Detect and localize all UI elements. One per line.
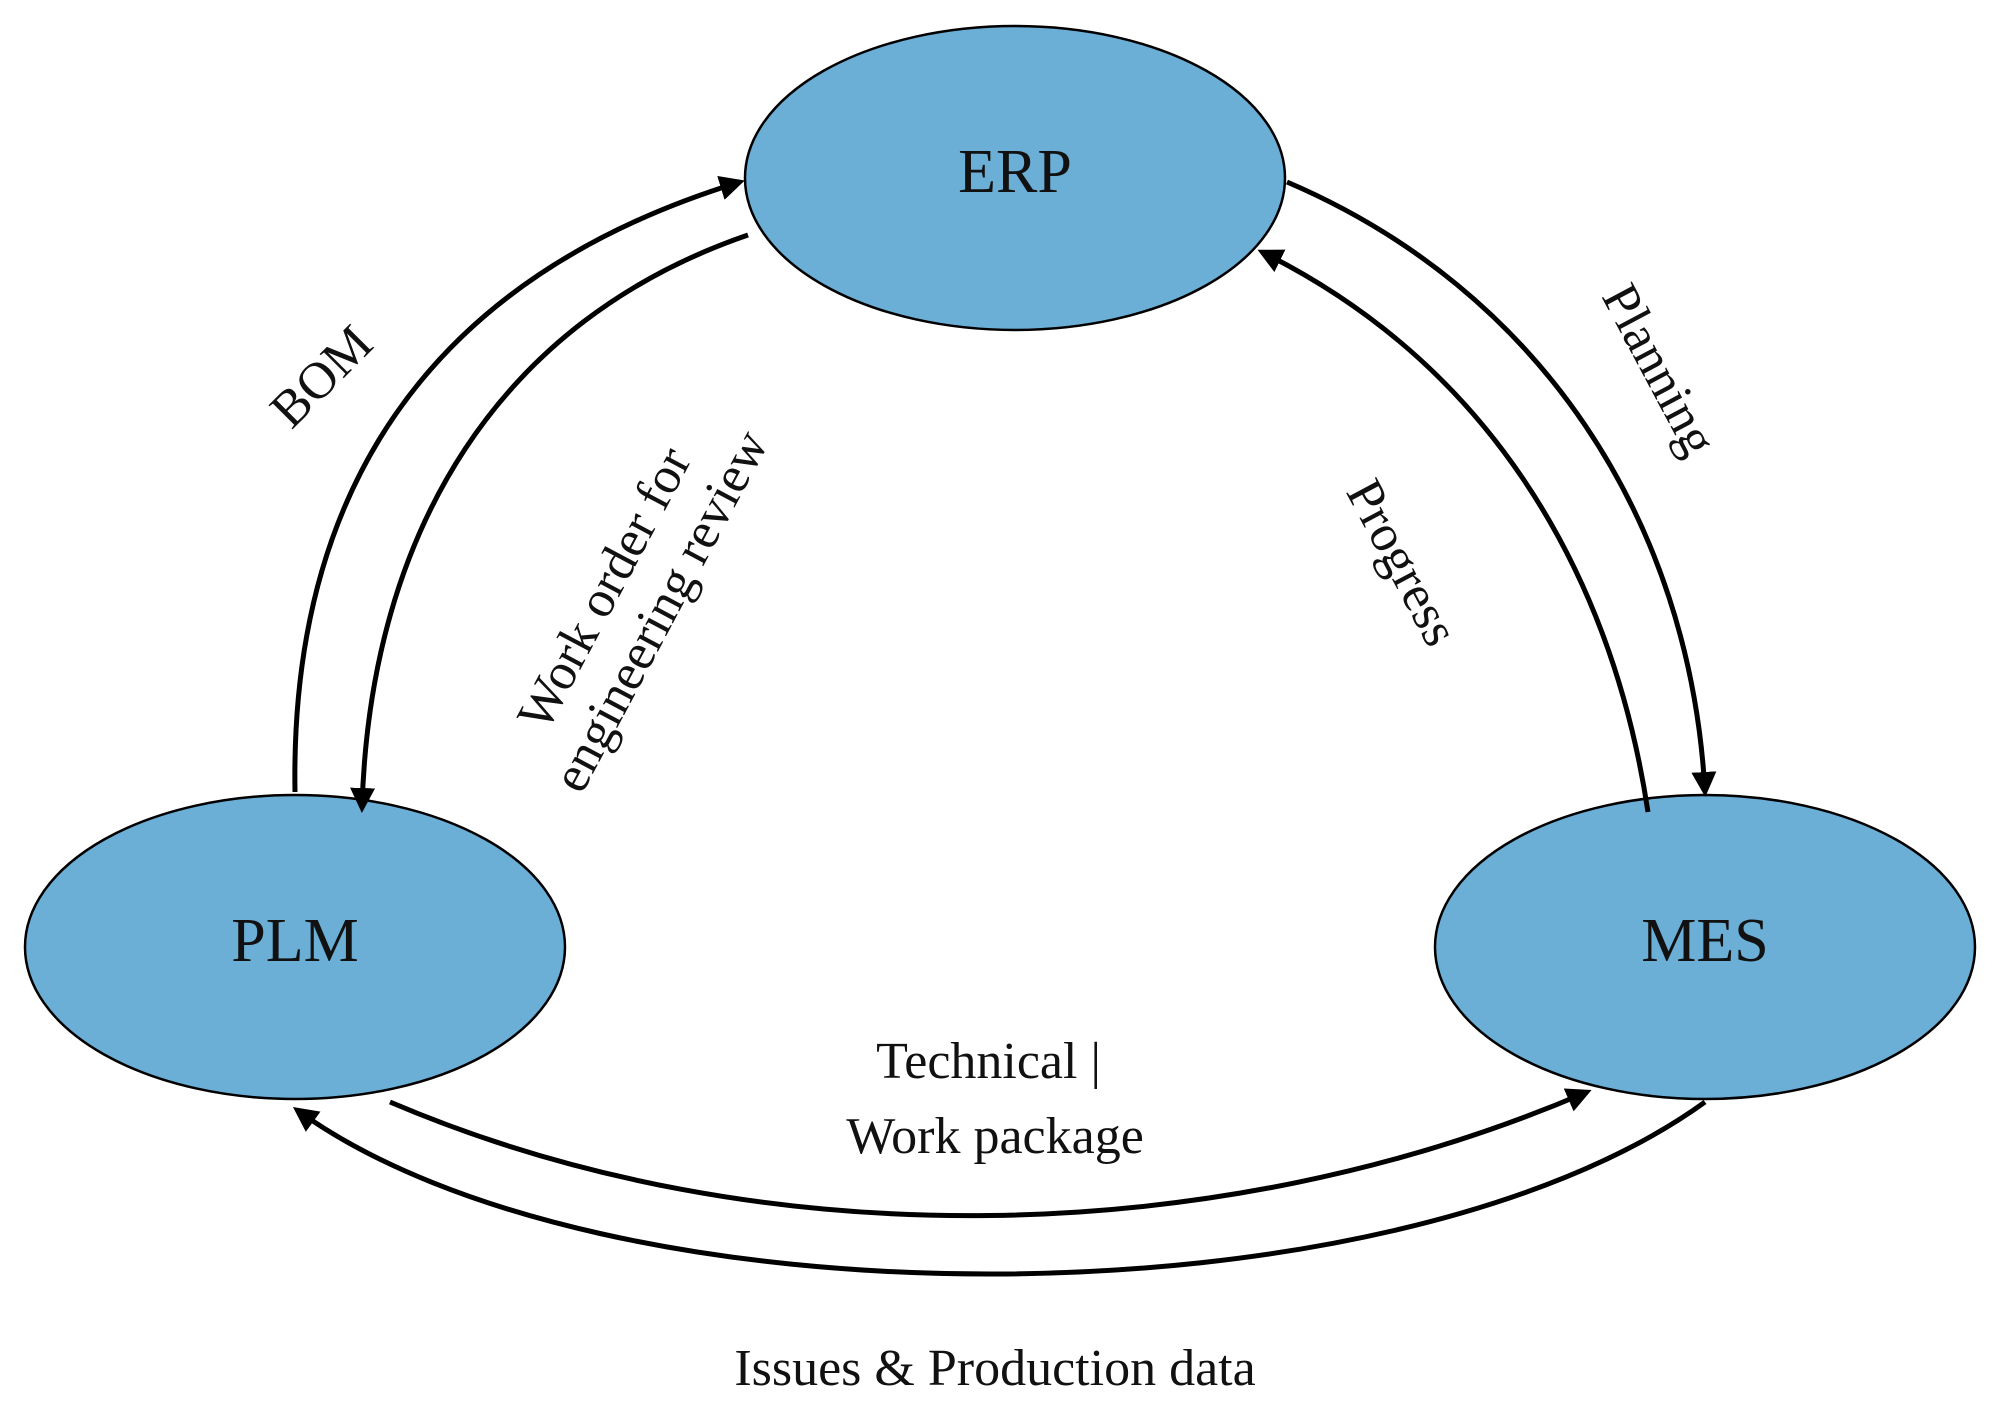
planning-arrow	[1286, 179, 1717, 797]
work-order-label: Work order for engineering review	[489, 393, 780, 801]
planning-label: Planning	[1590, 275, 1727, 465]
plm-ellipse	[23, 793, 567, 1101]
mes-node: MES	[1433, 793, 1977, 1101]
issues-production-data-arrow	[292, 1099, 1707, 1277]
technical-label-line2: Work package	[846, 1108, 1144, 1165]
technical-work-package-label: Technical | Work package	[846, 1033, 1144, 1165]
erp-node: ERP	[743, 24, 1287, 332]
plm-label: PLM	[231, 907, 358, 975]
plm-node: PLM	[23, 793, 567, 1101]
mes-label: MES	[1641, 907, 1768, 975]
technical-work-package-arrow	[389, 1088, 1592, 1219]
bom-arrow	[292, 175, 745, 793]
work-order-arrow	[350, 232, 749, 813]
progress-arrow	[1257, 249, 1651, 813]
technical-label-line1: Technical |	[876, 1033, 1101, 1090]
issues-production-data-label: Issues & Production data	[734, 1340, 1255, 1397]
erp-ellipse	[743, 24, 1287, 332]
erp-label: ERP	[958, 138, 1072, 206]
bom-label: BOM	[260, 315, 384, 439]
progress-label: Progress	[1335, 470, 1469, 655]
